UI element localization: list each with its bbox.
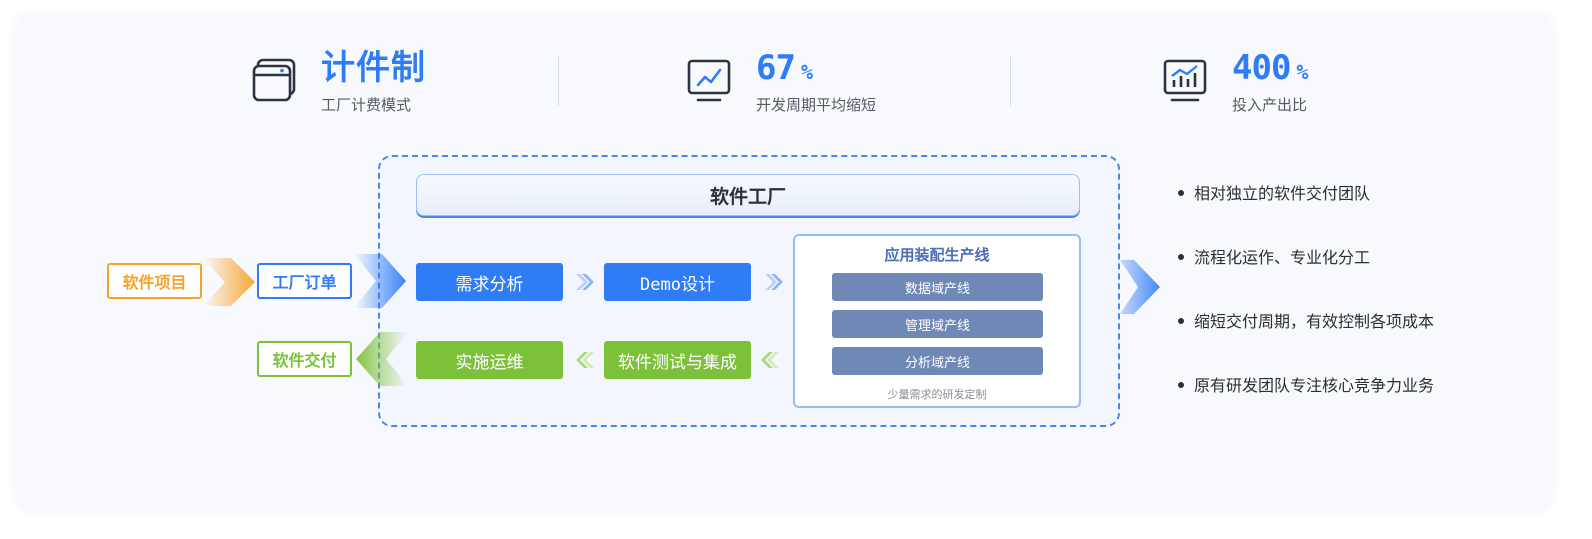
list-item: 原有研发团队专注核心竞争力业务 — [1178, 374, 1434, 398]
list-item: 缩短交付周期，有效控制各项成本 — [1178, 310, 1434, 334]
chevron-left-icon — [761, 352, 779, 368]
bullet-dot-icon — [1178, 254, 1184, 260]
step-operations: 实施运维 — [416, 341, 563, 379]
chevron-right-icon — [765, 274, 783, 290]
arrow-right-icon — [203, 258, 255, 306]
list-item: 流程化运作、专业化分工 — [1178, 246, 1370, 270]
browser-window-icon — [252, 58, 296, 102]
bar-chart-icon — [1163, 59, 1207, 102]
arrow-right-icon — [1120, 260, 1160, 314]
stat-label: 投入产出比 — [1232, 96, 1308, 114]
line-data-domain: 数据域产线 — [832, 273, 1043, 301]
arrow-right-icon — [354, 254, 406, 308]
stat-value: 计件制 — [321, 48, 426, 88]
line-management-domain: 管理域产线 — [832, 310, 1043, 338]
monitor-chart-icon — [687, 59, 731, 102]
assembly-line-title: 应用装配生产线 — [884, 246, 990, 264]
assembly-line-panel: 应用装配生产线 数据域产线 管理域产线 分析域产线 少量需求的研发定制 — [793, 234, 1081, 408]
software-project-tag: 软件项目 — [107, 263, 202, 299]
bullet-dot-icon — [1178, 318, 1184, 324]
assembly-line-note: 少量需求的研发定制 — [887, 388, 987, 401]
factory-title: 软件工厂 — [416, 174, 1080, 216]
step-requirements: 需求分析 — [416, 263, 563, 301]
stat-value: 400% — [1232, 48, 1309, 88]
chevron-left-icon — [576, 352, 594, 368]
stat-divider — [558, 56, 559, 106]
step-testing: 软件测试与集成 — [604, 341, 751, 379]
line-analysis-domain: 分析域产线 — [832, 347, 1043, 375]
arrow-left-icon — [356, 332, 408, 386]
stat-value: 67% — [756, 48, 813, 88]
stat-label: 开发周期平均缩短 — [756, 96, 877, 114]
bullet-dot-icon — [1178, 382, 1184, 388]
factory-order-tag: 工厂订单 — [257, 263, 352, 299]
list-item: 相对独立的软件交付团队 — [1178, 182, 1370, 206]
stat-divider — [1010, 56, 1011, 106]
step-demo-design: Demo设计 — [604, 263, 751, 301]
bullet-dot-icon — [1178, 190, 1184, 196]
chevron-right-icon — [576, 274, 594, 290]
stat-label: 工厂计费模式 — [321, 96, 412, 114]
software-delivery-tag: 软件交付 — [257, 341, 352, 377]
